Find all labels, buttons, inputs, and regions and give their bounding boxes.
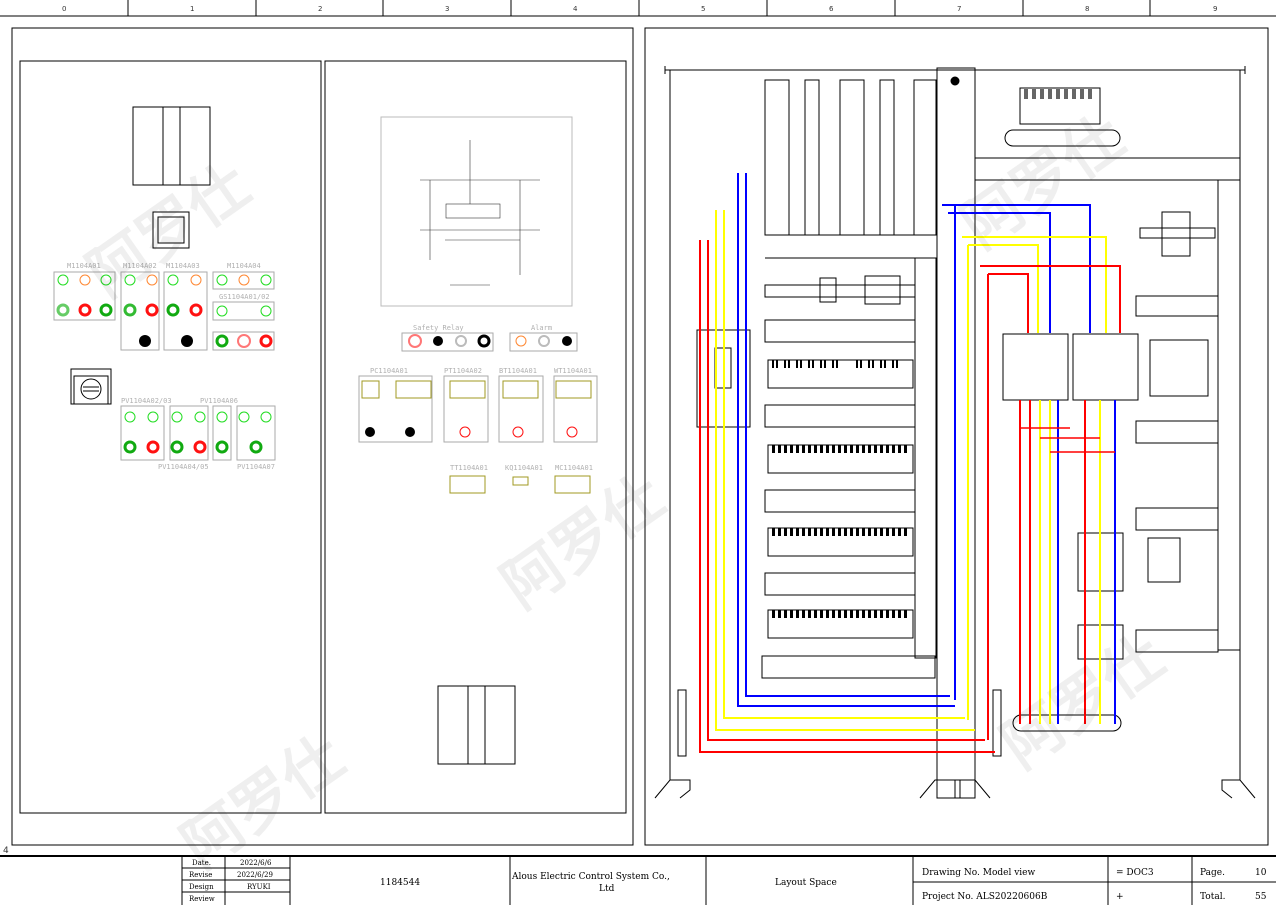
meter [152,211,190,249]
door-handle-2 [437,685,516,765]
label-safety-relay: Safety Relay [413,324,464,332]
company-name-line2: Ltd [599,884,615,894]
design-label: Design [189,883,214,891]
selector-switch [70,368,112,405]
label-pc1104a01: PC1104A01 [370,367,408,375]
page-label: Page. [1200,868,1225,878]
date-value: 2022/6/6 [240,859,272,867]
ruler-col: 0 [62,5,66,13]
design-value: RYUKI [247,883,271,891]
schematic-sheet [380,116,573,307]
label-tt1104a01: TT1104A01 [450,464,488,472]
label-pv1104a02-03: PV1104A02/03 [121,397,172,405]
total-value: 55 [1255,892,1267,902]
label-bt1104a01: BT1104A01 [499,367,537,375]
label-mc1104a01: MC1104A01 [555,464,593,472]
location-plus: + [1116,892,1124,902]
top-ruler: 0 1 2 3 4 5 6 7 8 9 4 [0,0,1276,856]
schematic-thumbnail [420,140,540,286]
label-pt1104a02: PT1104A02 [444,367,482,375]
ruler-col: 3 [445,5,449,13]
svg-text:阿罗仕: 阿罗仕 [989,622,1177,783]
label-m1104a03: M1104A03 [166,262,200,270]
doc-code: = DOC3 [1116,868,1154,878]
ruler-col: 2 [318,5,322,13]
ruler-col: 9 [1213,5,1217,13]
label-kq1104a01: KQ1104A01 [505,464,543,472]
door-front-view: M1104A01 M1104A02 M1104A03 M1104A04 GS11… [11,27,634,846]
ruler-col: 6 [829,5,834,13]
label-gs1104a01-02: GS1104A01/02 [219,293,270,301]
ruler-row: 4 [3,846,9,856]
cabinet-interior-view [644,27,1269,846]
drawing-number: Drawing No. Model view [922,868,1035,878]
label-pv1104a07: PV1104A07 [237,463,275,471]
drawing-code: 1184544 [380,878,420,888]
date-label: Date. [192,859,211,867]
ruler-col: 4 [573,5,578,13]
sheet-title: Layout Space [775,878,837,888]
svg-text:阿罗仕: 阿罗仕 [75,150,263,311]
label-alarm: Alarm [531,324,552,332]
label-pv1104a06: PV1104A06 [200,397,238,405]
label-pv1104a04-05: PV1104A04/05 [158,463,209,471]
revise-label: Revise [189,871,212,879]
ruler-col: 5 [701,5,705,13]
svg-text:阿罗仕: 阿罗仕 [949,102,1137,263]
label-m1104a04: M1104A04 [227,262,261,270]
ruler-col: 8 [1085,5,1089,13]
page-value: 10 [1255,868,1267,878]
total-label: Total. [1200,892,1226,902]
project-number: Project No. ALS20220606B [922,892,1048,902]
svg-text:阿罗仕: 阿罗仕 [489,462,677,623]
revise-value: 2022/6/29 [237,871,273,879]
review-label: Review [189,895,215,903]
label-wt1104a01: WT1104A01 [554,367,592,375]
terminal-blocks [772,89,1096,618]
company-name-line1: Alous Electric Control System Co., [511,872,670,882]
ruler-col: 7 [957,5,961,13]
label-m1104a02: M1104A02 [123,262,157,270]
ruler-col: 1 [190,5,194,13]
title-block: Date. 2022/6/6 Revise 2022/6/29 Design R… [0,855,1276,905]
label-m1104a01: M1104A01 [67,262,101,270]
wiring [699,173,1121,753]
door-handle [132,106,211,186]
